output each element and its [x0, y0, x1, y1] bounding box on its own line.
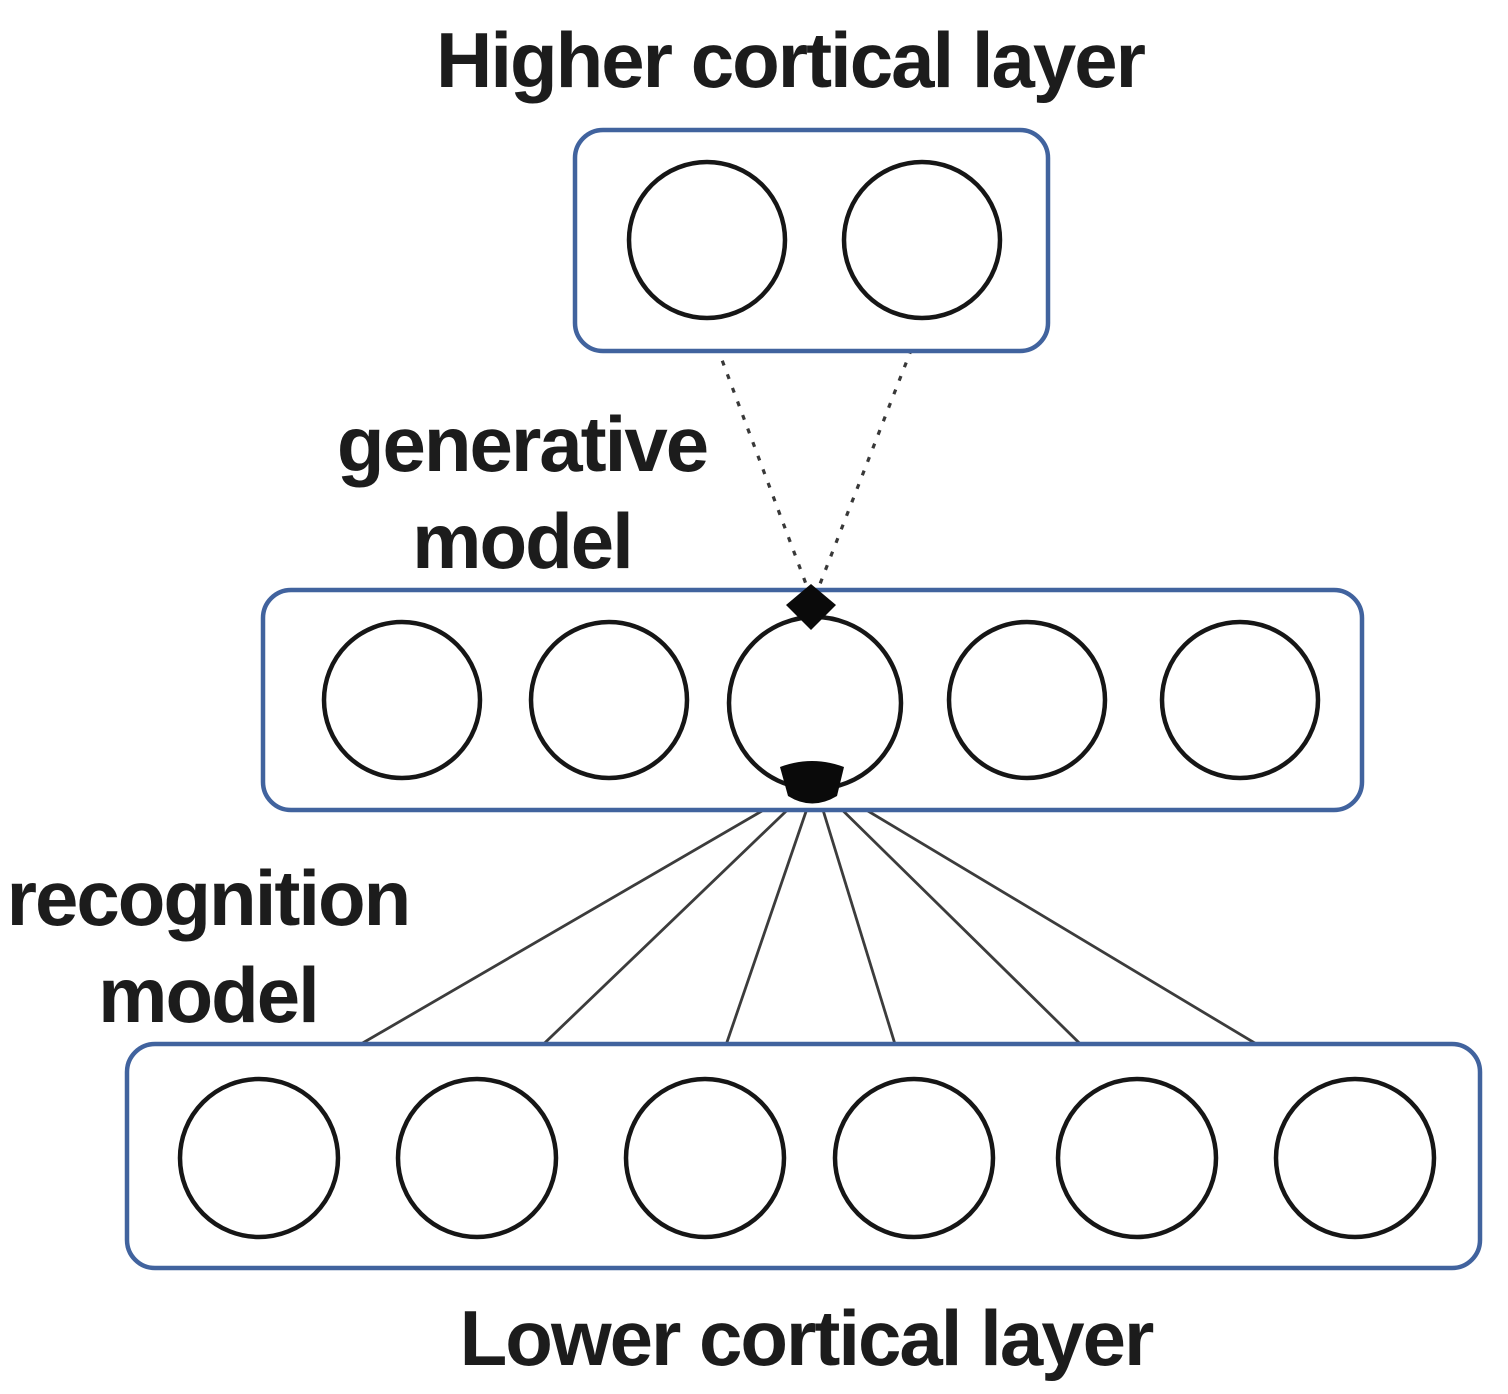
generative-connection-lines [705, 319, 924, 585]
neuron-lower-1 [177, 1076, 341, 1240]
recognition-line-6 [832, 788, 1329, 1089]
generative-line-right [818, 321, 924, 585]
neuron-middle-5 [1159, 619, 1321, 781]
recognition-line-5 [825, 793, 1121, 1084]
recognition-model-label: recognition model [6, 854, 412, 1039]
recognition-line-4 [817, 796, 908, 1081]
recognition-fan-icon [780, 761, 844, 804]
neuron-lower-5 [1055, 1076, 1219, 1240]
neuron-lower-2 [395, 1076, 559, 1240]
neuron-middle-1 [321, 619, 483, 781]
higher-cortical-layer-title: Higher cortical layer [436, 16, 1146, 104]
middle-layer-neurons [321, 614, 1321, 792]
recognition-line-1 [286, 788, 799, 1089]
generative-model-label: generative model [336, 400, 709, 585]
neuron-higher-1 [626, 159, 788, 321]
recognition-line-3 [712, 796, 813, 1081]
lower-cortical-layer-title: Lower cortical layer [459, 1294, 1155, 1382]
higher-layer-neurons [626, 159, 1003, 321]
neuron-lower-6 [1273, 1076, 1437, 1240]
lower-layer-neurons [177, 1076, 1437, 1240]
neuron-lower-3 [623, 1076, 787, 1240]
recognition-line-2 [502, 792, 805, 1085]
neuron-middle-2 [528, 619, 690, 781]
neuron-middle-4 [946, 619, 1108, 781]
recognition-connection-lines [286, 788, 1329, 1089]
generative-line-left [705, 319, 808, 585]
generative-arrowhead-icon [786, 584, 836, 630]
neuron-higher-2 [841, 159, 1003, 321]
neuron-lower-4 [832, 1076, 996, 1240]
